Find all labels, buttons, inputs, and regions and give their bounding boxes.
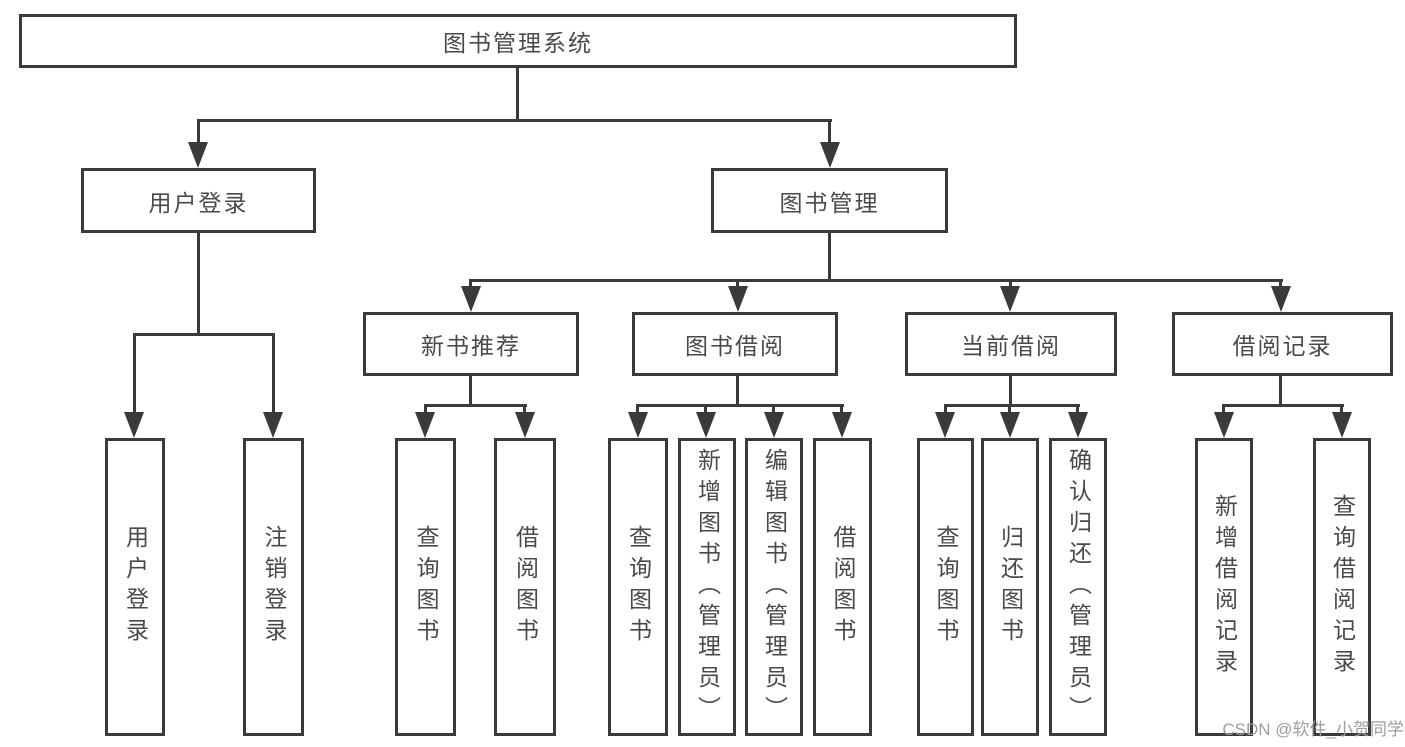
node-label: 当前借阅	[961, 333, 1061, 359]
leaf-cb-return-books: 归还图书	[981, 438, 1039, 736]
node-label: 图书管理	[779, 189, 880, 216]
leaf-logout: 注销登录	[243, 438, 304, 736]
node-label: 归还图书	[997, 525, 1024, 649]
connector-drop-leaf	[840, 404, 843, 416]
arrow-down-icon	[1214, 412, 1234, 438]
connector-drop-user-login	[197, 119, 200, 147]
connector-drop-leaf	[272, 333, 275, 414]
leaf-bb-add-books-admin: 新增图书（管理员）	[678, 438, 736, 736]
node-label: 借阅记录	[1232, 333, 1333, 359]
node-label: 注销登录	[261, 525, 287, 649]
arrow-down-icon	[515, 412, 535, 438]
leaf-rec-borrow-books: 借阅图书	[494, 438, 556, 736]
arrow-down-icon	[696, 412, 716, 438]
connector-user-login-stem	[197, 233, 200, 335]
node-label: 图书管理系统	[443, 30, 593, 56]
node-label: 编辑图书（管理员）	[761, 447, 788, 727]
connector-root-stem	[516, 68, 519, 120]
connector-book-management-stem	[828, 233, 831, 282]
root-node: 图书管理系统	[19, 14, 1017, 68]
node-label: 借阅图书	[512, 525, 539, 649]
arrow-down-icon	[832, 412, 852, 438]
connector-drop-book-management	[828, 119, 831, 147]
node-label: 新增图书（管理员）	[694, 447, 721, 727]
node-label: 查询图书	[933, 525, 959, 649]
node-label: 借阅图书	[830, 525, 856, 649]
node-label: 图书借阅	[685, 333, 785, 359]
arrow-down-icon	[935, 412, 955, 438]
connector-current-borrowing-stem	[1009, 376, 1012, 407]
arrow-down-icon	[764, 412, 784, 438]
arrow-down-icon	[820, 142, 840, 168]
node-label: 用户登录	[148, 189, 249, 216]
connector-book-borrowing-rail	[636, 404, 844, 407]
leaf-user-login: 用户登录	[105, 438, 165, 736]
arrow-down-icon	[1271, 286, 1291, 312]
node-label: 新书推荐	[421, 333, 521, 359]
connector-drop-leaf	[636, 404, 639, 416]
connector-level3-rail	[469, 279, 1283, 282]
node-new-book-recommend: 新书推荐	[363, 312, 579, 376]
node-current-borrowing: 当前借阅	[905, 312, 1117, 376]
node-label: 新增借阅记录	[1211, 494, 1238, 680]
leaf-cb-query-books: 查询图书	[917, 438, 974, 736]
arrow-down-icon	[415, 412, 435, 438]
node-label: 确认归还（管理员）	[1065, 447, 1092, 727]
arrow-down-icon	[628, 412, 648, 438]
connector-drop-leaf	[1008, 404, 1011, 416]
arrow-down-icon	[124, 412, 144, 438]
leaf-br-query-record: 查询借阅记录	[1313, 438, 1371, 736]
leaf-cb-confirm-return-admin: 确认归还（管理员）	[1049, 438, 1107, 736]
connector-drop-leaf	[424, 404, 427, 416]
arrow-down-icon	[263, 412, 283, 438]
connector-drop-leaf	[133, 333, 136, 414]
connector-current-borrowing-rail	[944, 404, 1080, 407]
node-label: 查询借阅记录	[1329, 494, 1356, 680]
node-borrowing-records: 借阅记录	[1172, 312, 1393, 376]
leaf-bb-borrow-books: 借阅图书	[813, 438, 872, 736]
leaf-bb-query-books: 查询图书	[608, 438, 668, 736]
connector-borrowing-records-stem	[1279, 376, 1282, 407]
leaf-br-add-record: 新增借阅记录	[1195, 438, 1253, 736]
connector-drop-leaf	[944, 404, 947, 416]
connector-drop-level3	[1009, 279, 1012, 291]
arrow-down-icon	[188, 142, 208, 168]
connector-drop-leaf	[772, 404, 775, 416]
node-user-login: 用户登录	[81, 168, 316, 233]
csdn-watermark: CSDN @软件_小贺同学	[1222, 720, 1404, 739]
connector-user-login-rail	[133, 333, 275, 336]
leaf-rec-query-books: 查询图书	[395, 438, 456, 736]
connector-drop-leaf	[1340, 404, 1343, 416]
connector-new-book-rail	[424, 404, 527, 407]
arrow-down-icon	[461, 286, 481, 312]
arrow-down-icon	[1000, 286, 1020, 312]
connector-book-borrowing-stem	[736, 376, 739, 407]
arrow-down-icon	[728, 286, 748, 312]
connector-drop-leaf	[1076, 404, 1079, 416]
connector-drop-level3	[469, 279, 472, 291]
connector-drop-leaf	[704, 404, 707, 416]
connector-drop-leaf	[523, 404, 526, 416]
connector-drop-leaf	[1222, 404, 1225, 416]
node-book-management: 图书管理	[711, 168, 948, 233]
node-book-borrowing: 图书借阅	[632, 312, 838, 376]
connector-drop-level3	[1279, 279, 1282, 291]
leaf-bb-edit-books-admin: 编辑图书（管理员）	[745, 438, 803, 736]
connector-drop-level3	[736, 279, 739, 291]
connector-new-book-stem	[469, 376, 472, 407]
node-label: 用户登录	[122, 525, 149, 649]
arrow-down-icon	[1068, 412, 1088, 438]
node-label: 查询图书	[625, 525, 652, 649]
connector-level2-rail	[197, 119, 832, 122]
arrow-down-icon	[1000, 412, 1020, 438]
connector-borrowing-records-rail	[1222, 404, 1344, 407]
arrow-down-icon	[1332, 412, 1352, 438]
node-label: 查询图书	[413, 525, 439, 649]
